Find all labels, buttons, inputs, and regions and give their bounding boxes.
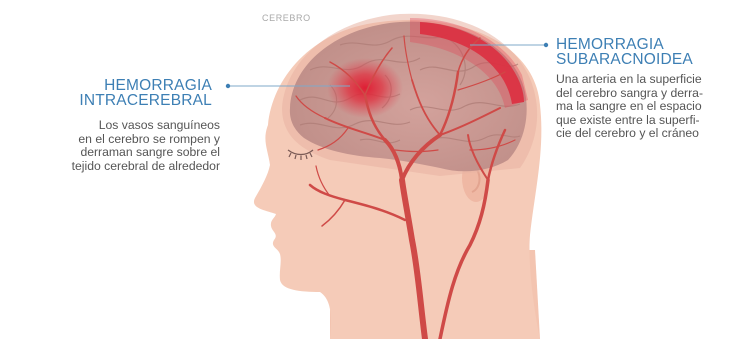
- subarachnoid-desc-line-5: cie del cerebro y el cráneo: [556, 127, 752, 141]
- intracerebral-desc-line-2: en el cerebro se rompen y: [18, 133, 220, 147]
- subarachnoid-title: HEMORRAGIA SUBARACNOIDEA: [556, 37, 752, 67]
- intracerebral-title-line-1: HEMORRAGIA: [70, 78, 212, 93]
- leader-dot-subarachnoid: [544, 43, 548, 47]
- subarachnoid-title-line-2: SUBARACNOIDEA: [556, 52, 752, 67]
- subarachnoid-desc-line-1: Una arteria en la superficie: [556, 73, 752, 87]
- intracerebral-desc-line-1: Los vasos sanguíneos: [18, 119, 220, 133]
- subarachnoid-desc-line-4: que existe entre la superfi-: [556, 114, 752, 128]
- intracerebral-description: Los vasos sanguíneos en el cerebro se ro…: [18, 119, 220, 173]
- intracerebral-title-line-2: INTRACEREBRAL: [70, 93, 212, 108]
- intracerebral-desc-line-4: tejido cerebral de alrededor: [18, 160, 220, 174]
- leader-dot-intracerebral: [226, 84, 230, 88]
- subarachnoid-desc-line-2: del cerebro sangra y derra-: [556, 87, 752, 101]
- brain-label: CEREBRO: [262, 13, 311, 23]
- intracerebral-title: HEMORRAGIA INTRACEREBRAL: [70, 78, 212, 108]
- intracerebral-desc-line-3: derraman sangre sobre el: [18, 146, 220, 160]
- subarachnoid-desc-line-3: ma la sangre en el espacio: [556, 100, 752, 114]
- subarachnoid-title-line-1: HEMORRAGIA: [556, 37, 752, 52]
- subarachnoid-description: Una arteria en la superficie del cerebro…: [556, 73, 752, 141]
